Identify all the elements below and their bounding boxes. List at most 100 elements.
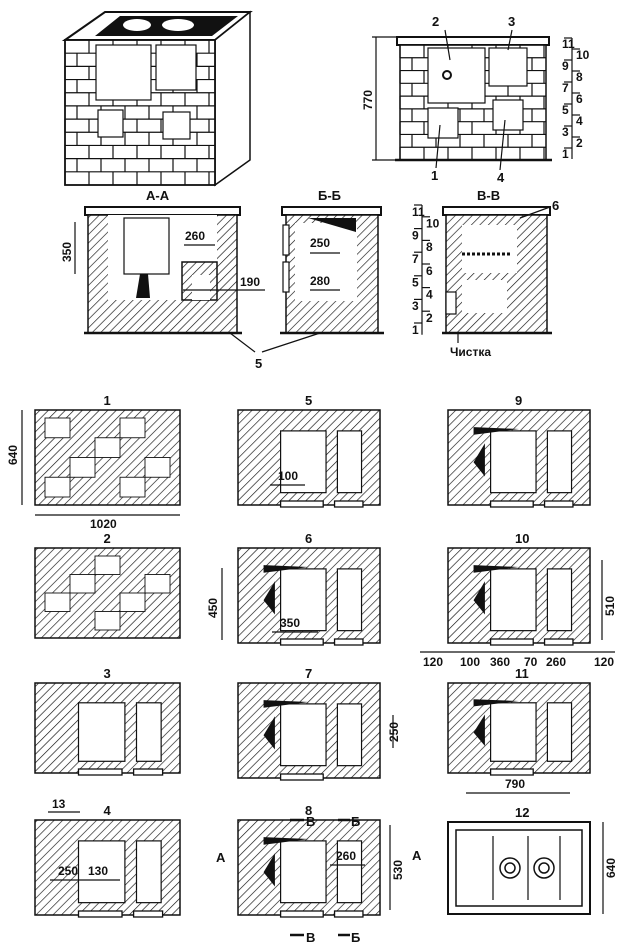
plan-number: 6 [305, 531, 312, 546]
course-number: 10 [576, 48, 590, 62]
dim-height: 770 [361, 90, 375, 110]
door-frame [279, 910, 324, 918]
door-frame [279, 638, 324, 646]
dim-350: 350 [60, 242, 74, 262]
dim-790: 790 [505, 777, 525, 791]
section-marker-a: А [412, 848, 422, 863]
dim-250: 250 [387, 722, 401, 742]
plan-number: 10 [515, 531, 529, 546]
course-number: 8 [576, 70, 583, 84]
plan-number: 1 [104, 393, 111, 408]
course-plan-6: 6 [237, 531, 381, 646]
course-number: 3 [412, 299, 419, 313]
section-title: Б-Б [318, 188, 341, 203]
dim-640: 640 [604, 858, 618, 878]
course-plan-4: 4 [34, 803, 181, 918]
plan-number: 7 [305, 666, 312, 681]
plan-number: 9 [515, 393, 522, 408]
course-plan-1: 1 [34, 393, 181, 506]
course-number: 2 [426, 311, 433, 325]
course-plan-12: 12 [447, 805, 591, 915]
course-number: 6 [426, 264, 433, 278]
label-3: 3 [508, 14, 515, 29]
door-frame [489, 768, 534, 776]
ash-door [97, 109, 124, 138]
course-number: 1 [562, 147, 569, 161]
section-title: В-В [477, 188, 500, 203]
dim-130: 130 [88, 864, 108, 878]
dim-120: 120 [423, 655, 443, 669]
course-number: 6 [576, 92, 583, 106]
course-number: 10 [426, 217, 440, 231]
perspective-view [61, 10, 253, 187]
course-plan-7: 7 [237, 666, 381, 781]
course-number: 9 [412, 228, 419, 242]
course-number: 7 [412, 252, 419, 266]
course-number: 4 [426, 287, 433, 301]
section-v-v: В-В 6 Чистка [442, 188, 559, 359]
dim-530: 530 [391, 860, 405, 880]
course-plan-9: 9 [447, 393, 591, 508]
dim-190: 190 [240, 275, 260, 289]
plan-number: 11 [515, 666, 529, 681]
course-plan-2: 2 [34, 531, 181, 639]
oven-door [155, 44, 197, 91]
plan-dimensions: 640 1020 100 450 350 510 120 100 360 70 … [6, 410, 618, 945]
dim-280: 280 [310, 274, 330, 288]
burner-icon [123, 19, 151, 31]
plan-number: 12 [515, 805, 529, 820]
dim-120: 120 [594, 655, 614, 669]
dim-260: 260 [546, 655, 566, 669]
label-6: 6 [552, 198, 559, 213]
label-5: 5 [255, 356, 262, 371]
dim-70: 70 [524, 655, 538, 669]
plan-number: 4 [104, 803, 112, 818]
course-number: 7 [562, 81, 569, 95]
section-marker-v: В [306, 814, 315, 829]
label-1: 1 [431, 168, 438, 183]
label-4: 4 [497, 170, 505, 185]
course-number: 9 [562, 59, 569, 73]
course-plan-10: 10 [447, 531, 591, 646]
course-number: 3 [562, 125, 569, 139]
plan-number: 2 [104, 531, 111, 546]
door-frame [279, 773, 324, 781]
section-title: А-А [146, 188, 170, 203]
dim-260: 260 [185, 229, 205, 243]
dim-250: 250 [58, 864, 78, 878]
cooking-chamber-door [95, 44, 152, 101]
burner-icon [162, 19, 194, 31]
section-marker-b: Б [351, 930, 360, 945]
dim-260: 260 [336, 849, 356, 863]
dim-640: 640 [6, 445, 20, 465]
course-number: 5 [412, 276, 419, 290]
section-a-a: А-А 350 260 190 5 [60, 188, 321, 371]
cleanout-label: Чистка [450, 345, 491, 359]
course-number: 11 [412, 205, 425, 219]
plan-number: 8 [305, 803, 312, 818]
section-marker-b: Б [351, 814, 360, 829]
course-number: 4 [576, 114, 583, 128]
dim-13: 13 [52, 797, 66, 811]
course-number: 11 [562, 37, 575, 51]
section-marker-v: В [306, 930, 315, 945]
door-frame [77, 910, 123, 918]
door-frame [489, 500, 534, 508]
dim-100: 100 [278, 469, 298, 483]
cleanout-door [162, 111, 191, 140]
course-plan-8: 8 [237, 803, 381, 918]
course-plan-11: 11 [447, 666, 591, 776]
course-number: 2 [576, 136, 583, 150]
plan-number: 3 [104, 666, 111, 681]
door-frame [489, 638, 534, 646]
door-frame [279, 500, 324, 508]
course-number: 8 [426, 240, 433, 254]
dim-1020: 1020 [90, 517, 117, 531]
dim-250: 250 [310, 236, 330, 250]
